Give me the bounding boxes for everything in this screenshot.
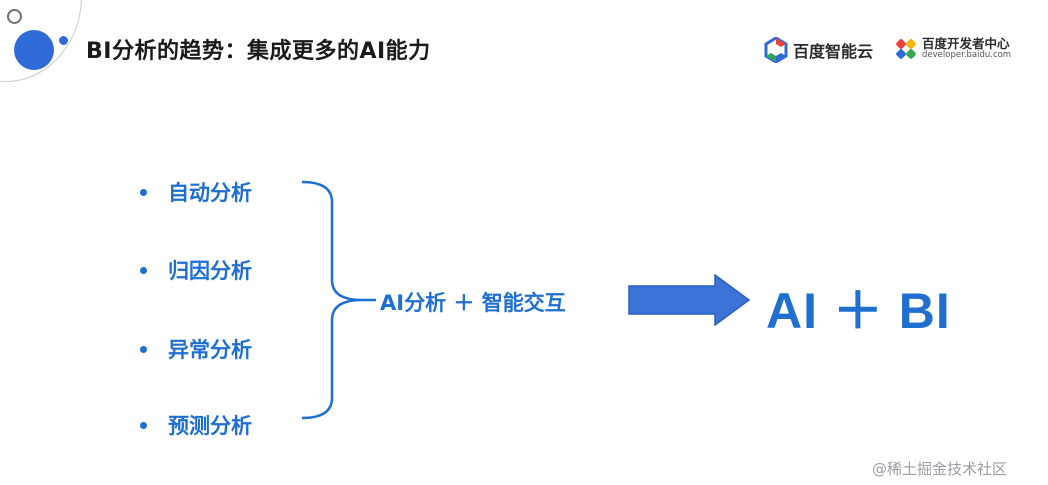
bullet-item: 归因分析 <box>140 255 252 285</box>
bullet-label: 预测分析 <box>168 414 252 438</box>
bullet-label: 异常分析 <box>168 338 252 362</box>
bullet-item: 异常分析 <box>140 334 252 364</box>
baidu-developer-url: developer.baidu.com <box>922 49 1012 60</box>
bullet-dot-icon <box>140 421 147 429</box>
bullet-dot-icon <box>140 266 147 274</box>
baidu-cloud-logo: 百度智能云 <box>764 37 873 63</box>
bullet-label: 自动分析 <box>168 181 252 205</box>
baidu-cloud-logo-icon <box>764 37 788 63</box>
bullet-item: 预测分析 <box>140 410 252 440</box>
bullet-label: 归因分析 <box>168 259 252 283</box>
baidu-cloud-logo-text: 百度智能云 <box>793 42 874 61</box>
watermark: @稀土掘金技术社区 <box>872 460 1008 478</box>
decorative-small-dot-icon <box>59 36 68 45</box>
baidu-developer-logo: 百度开发者中心 developer.baidu.com <box>895 37 1011 60</box>
result-text: AI ＋ BI <box>766 283 951 339</box>
curly-brace-icon <box>301 180 376 420</box>
right-arrow-icon <box>628 274 751 326</box>
bullet-dot-icon <box>140 188 147 196</box>
decorative-ring-icon <box>7 9 22 24</box>
bullet-item: 自动分析 <box>140 177 252 207</box>
page-title: BI分析的趋势：集成更多的AI能力 <box>86 39 431 64</box>
baidu-developer-logo-icon <box>896 38 916 59</box>
baidu-developer-logo-text: 百度开发者中心 <box>922 36 1010 51</box>
combined-capability-text: AI分析 ＋ 智能交互 <box>380 291 566 315</box>
bullet-dot-icon <box>140 345 147 353</box>
decorative-dot-icon <box>14 30 54 70</box>
